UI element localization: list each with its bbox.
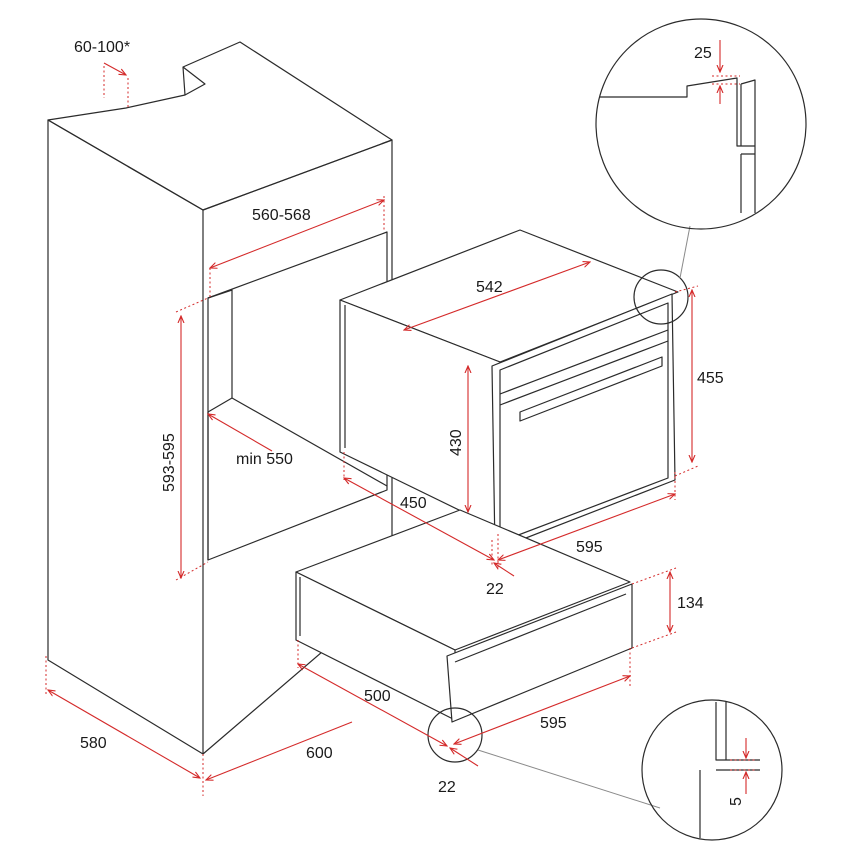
dimension-labels: 60-100* 560-568 593-595 min 550 542 455 … — [74, 39, 745, 806]
label-oven-height-front: 455 — [697, 370, 724, 387]
label-cabinet-depth: 580 — [80, 735, 107, 752]
cabinet-front-face — [47, 119, 204, 755]
label-niche-depth: min 550 — [236, 451, 293, 468]
built-in-oven — [339, 229, 679, 551]
label-oven-offset: 22 — [486, 581, 504, 598]
label-top-gap: 60-100* — [74, 39, 130, 56]
label-drawer-depth: 500 — [364, 688, 391, 705]
label-detail-bottom-gap: 5 — [728, 797, 745, 806]
cabinet-top — [47, 41, 393, 211]
detail-circle-small-top — [633, 269, 689, 325]
label-drawer-offset: 22 — [438, 779, 456, 796]
dimension-lines — [45, 40, 756, 796]
label-niche-height: 593-595 — [161, 433, 178, 492]
detail-top-profile — [600, 77, 756, 213]
detail-circle-large-top — [595, 18, 807, 230]
label-oven-height-body: 430 — [448, 429, 465, 456]
detail-circle-large-bottom — [641, 699, 783, 841]
label-oven-front-width: 595 — [576, 539, 603, 556]
label-oven-width: 542 — [476, 279, 503, 296]
label-drawer-height: 134 — [677, 595, 704, 612]
oven-door-handle — [519, 356, 663, 422]
label-oven-depth: 450 — [400, 495, 427, 512]
detail-bottom-profile — [699, 702, 760, 838]
detail-top-callout — [595, 18, 807, 325]
label-detail-top-gap: 25 — [694, 45, 712, 62]
oven-control-strip — [499, 329, 669, 406]
detail-bottom-callout — [427, 699, 783, 841]
label-niche-width: 560-568 — [252, 207, 311, 224]
label-drawer-front-width: 595 — [540, 715, 567, 732]
label-cabinet-width: 600 — [306, 745, 333, 762]
